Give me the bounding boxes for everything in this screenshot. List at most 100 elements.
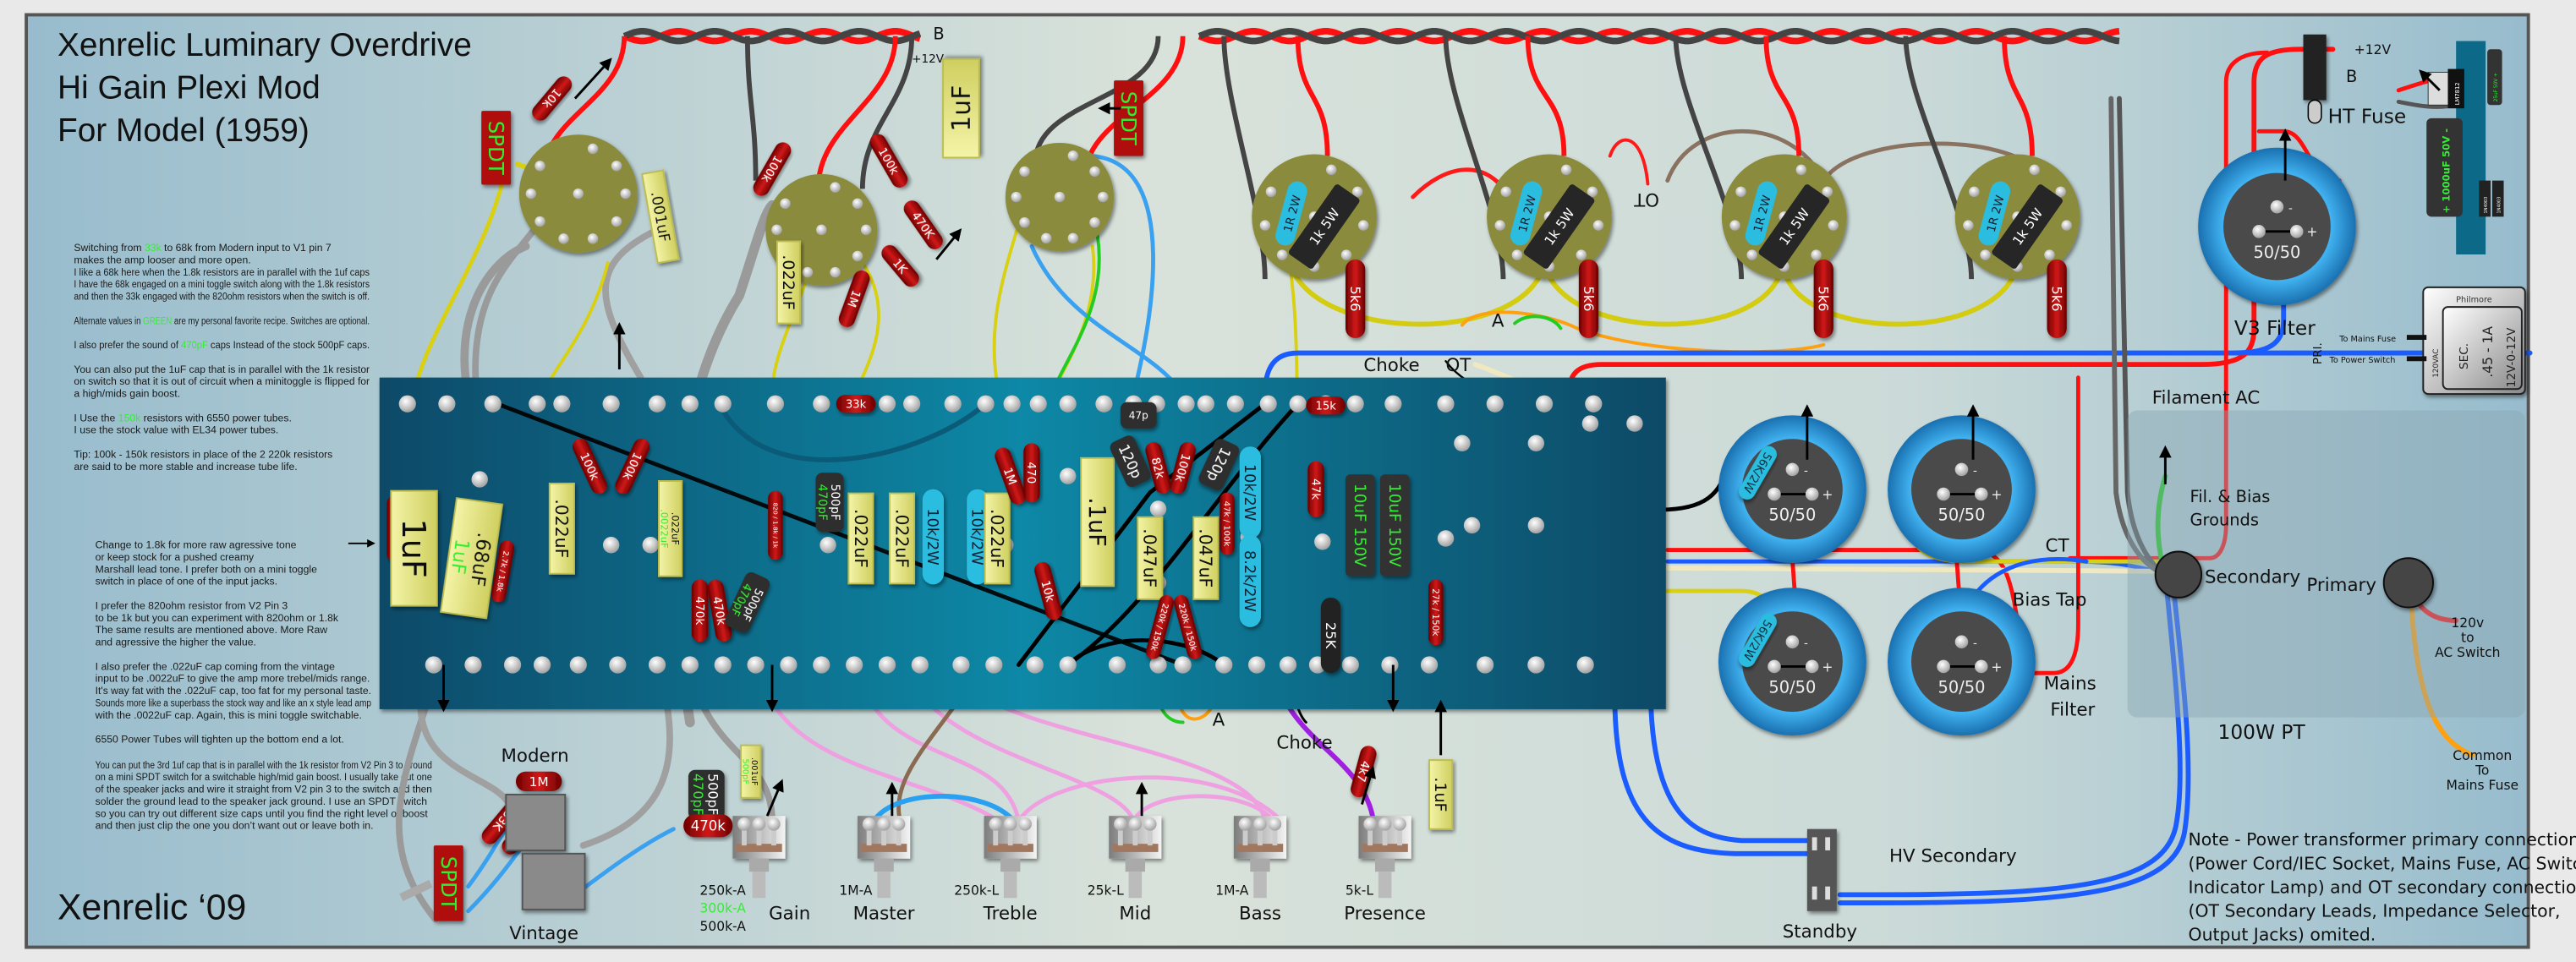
note-highlight: 470pF: [181, 339, 208, 351]
film-cap: .022uF.0022uF: [658, 480, 683, 577]
wire-black-board: [491, 400, 1186, 667]
turret: [1477, 656, 1494, 674]
to-mains-fuse-label: To Mains Fuse: [2338, 335, 2396, 344]
label-group: .022uF: [987, 509, 1007, 568]
pot-lug: [742, 820, 747, 846]
ht-fuse-label: HT Fuse: [2328, 106, 2407, 128]
label-group: 27k / 150k: [1430, 588, 1441, 637]
socket-pin: [852, 250, 863, 262]
film-cap-body: [440, 497, 504, 620]
component-label: 15k: [1315, 400, 1336, 413]
component-label: 1M: [844, 288, 863, 309]
jack-lever: [399, 879, 433, 902]
turret: [1454, 435, 1471, 452]
filter-terminal: [1937, 487, 1950, 501]
component-label: 470k: [693, 597, 706, 626]
pot-alt-value: 300k-A: [699, 901, 746, 916]
fuse-cap: [2307, 99, 2322, 124]
ct-label: CT: [2046, 536, 2070, 557]
wire-blue-treble: [871, 794, 1017, 823]
turret: [1527, 656, 1545, 674]
heater-lead: [744, 36, 759, 181]
turret: [1346, 395, 1364, 413]
filter-caps: 50/50-+50/50-+50/50-+50/50-+50/50-+: [1718, 147, 2356, 736]
turret: [1437, 530, 1455, 547]
component-label: 10k/2W: [968, 508, 985, 565]
standby-switch: Standby: [1783, 828, 1857, 943]
film-cap-body: [847, 492, 874, 585]
mains-filter-label-2: Filter: [2050, 700, 2095, 721]
turret: [484, 395, 501, 413]
pot-lug: [866, 820, 872, 846]
wire-orange-primary: [2407, 580, 2475, 758]
alt-value-label: 470pF: [690, 773, 706, 816]
label-group: 1uF: [947, 85, 977, 132]
electrolytic: 10uF 150V: [1345, 474, 1375, 577]
component-label: 5k6: [1347, 286, 1363, 311]
pot-lug: [1007, 820, 1013, 846]
resistor: 5k6: [1578, 259, 1599, 339]
pt-label: 100W PT: [2218, 721, 2306, 744]
turret: [398, 395, 416, 413]
note-line: The same results are mentioned above. Mo…: [96, 624, 328, 636]
standby-lug: [1825, 886, 1831, 900]
resistor-body: [1173, 595, 1203, 659]
modern-label: Modern: [501, 746, 568, 767]
power-resistor-blue: 10k/2W: [967, 489, 989, 585]
socket-pin: [2029, 164, 2040, 176]
socket-pin: [1098, 191, 1109, 203]
turret: [1585, 395, 1603, 413]
wire-pink-tone: [1131, 794, 1275, 823]
socket-pin: [780, 198, 791, 210]
component-label: 82k: [1148, 456, 1167, 480]
label-group: 82k: [1148, 456, 1167, 480]
film-cap: 1uF: [942, 57, 980, 159]
alt-value-label: .0022uF: [659, 509, 671, 548]
turret: [1581, 415, 1599, 432]
socket-pin: [1040, 232, 1052, 244]
pot-shaft: [1003, 872, 1017, 899]
filter-terminal: [2289, 225, 2304, 238]
wire-blue: [1090, 154, 1155, 396]
turret: [1381, 656, 1399, 674]
film-cap-body: [888, 492, 916, 585]
component-label: 5k6: [2048, 286, 2064, 311]
component-label: SPDT: [484, 121, 508, 176]
minus-sign: -: [1804, 637, 1808, 650]
note-line: Marshall lead tone. I prefer both on a m…: [96, 563, 317, 575]
cathode-resistor-body: [1758, 184, 1830, 269]
note-text: on switch so that it is out of circuit w…: [74, 375, 370, 387]
pot-lug-eye: [752, 817, 766, 831]
wire-black-board: [1016, 402, 1268, 667]
socket-pin: [1067, 150, 1079, 161]
heater-lead: [2002, 36, 2035, 156]
note-line: I also prefer the sound of 470pF caps In…: [74, 339, 370, 351]
filter-cap-body: [2223, 172, 2331, 281]
turret: [977, 395, 995, 413]
label-group: .022uF: [851, 509, 871, 568]
pot-lug: [1382, 820, 1388, 846]
label-group: .022uF: [891, 509, 912, 568]
pot-lug: [771, 820, 776, 846]
component-label: 8.2k/2W: [1241, 550, 1258, 612]
note-line: with the .0022uF cap. Again, this is min…: [95, 709, 362, 721]
turret: [533, 656, 551, 674]
socket-pin: [1795, 164, 1807, 176]
power-resistor-blue-body: [967, 489, 989, 585]
component-label: 1M: [1000, 466, 1019, 487]
pot-lug: [993, 820, 999, 846]
turret: [714, 656, 732, 674]
note-line: You can also put the 1uF cap that is in …: [74, 363, 370, 375]
turret: [780, 656, 797, 674]
power-resistor-blue: 10k/2W: [1239, 446, 1261, 538]
wire-yellow: [992, 211, 1024, 396]
standby-label: Standby: [1783, 921, 1857, 943]
screen-resistor: 1R 2W: [1745, 181, 1778, 246]
minus-sign: -: [2288, 202, 2293, 216]
note-text: so you can try out different size caps u…: [96, 807, 429, 819]
resistor: 470k: [691, 579, 709, 642]
wire-blue-standby: [1612, 707, 1810, 856]
resistor: 10k: [1034, 562, 1062, 620]
